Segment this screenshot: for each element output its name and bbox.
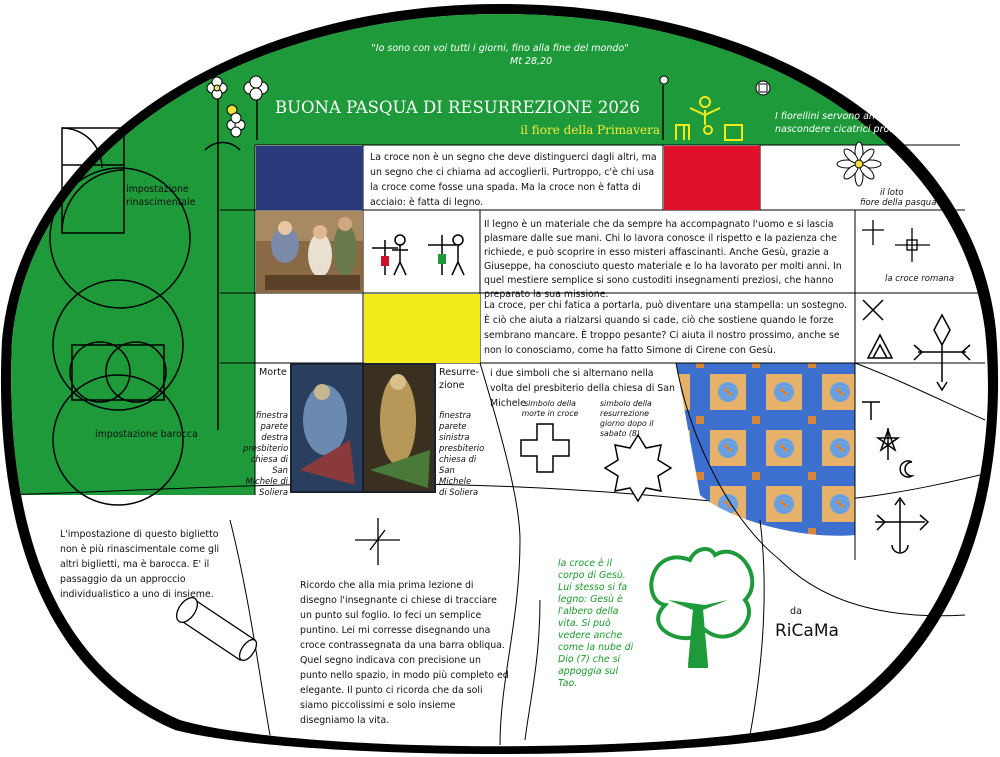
navy-cell [256,146,363,210]
eight-point-star-icon [603,433,673,503]
pencil-cylinder-icon [175,596,258,662]
morte-label: Morte [259,367,287,378]
roman-cross-icons [862,220,930,262]
stained-glass-windows [290,363,436,493]
death-symbol-caption: simbolo della morte in croce [521,399,579,418]
page-title: BUONA PASQUA DI RESURREZIONE 2026 [275,98,640,117]
legno-text: Il legno è un materiale che da sempre ha… [484,219,842,300]
left-window-caption: finestra parete destra presbiterio chies… [243,410,289,497]
yellow-cell [364,294,480,363]
stampella-text: La croce, per chi fatica a portarla, può… [484,300,848,356]
right-symbols-icons [862,299,971,554]
point-cross-icon [355,518,400,565]
page-subtitle: il fiore della Primavera [520,123,660,137]
header-note: I fiorellini servono anche a nascondere … [775,111,920,135]
quote-reference: Mt 28,20 [510,56,553,67]
resurrection-symbol-caption: simbolo della resurrezione giorno dopo i… [600,399,654,438]
lotus-caption-line1: il loto [880,188,904,198]
left-green-panel [11,140,255,495]
lotus-icon [836,141,882,187]
ricordo-text: Ricordo che alla mia prima lezione di di… [300,580,509,726]
ceiling-tile-photo [676,363,855,536]
lotus-caption-line2: fiore della pasqua [860,198,937,208]
renaissance-diagram [49,127,191,309]
vault-cross-icon [520,423,570,473]
resurrezione-label: Resurre-zione [439,367,480,391]
baroque-diagram [52,279,184,506]
quote-text: "Io sono con voi tutti i giorni, fino al… [371,43,629,54]
red-cell [664,146,760,210]
right-window-caption: finestra parete sinistra presbiterio chi… [439,410,485,497]
vault-symbols-intro: i due simboli che si alternano nella vol… [490,368,675,409]
daisy-icon [206,75,269,138]
author-name: RiCaMa [775,621,839,641]
baroque-label: impostazione barocca [95,429,198,440]
croce-segno-text: La croce non è un segno che deve disting… [370,152,657,208]
knot-icon [659,75,771,96]
impostazione-text: L'impostazione di questo biglietto non è… [60,529,220,600]
tree-of-life-icon [649,547,755,668]
renaissance-label: impostazione rinascimentale [126,184,196,208]
roman-cross-caption: la croce romana [885,274,955,284]
author-prefix: da [790,606,802,617]
tree-text: la croce è il corpo di Gesù. Lui stesso … [558,558,634,689]
resurrection-pictogram-icon [675,96,743,141]
holy-family-painting [256,211,363,293]
